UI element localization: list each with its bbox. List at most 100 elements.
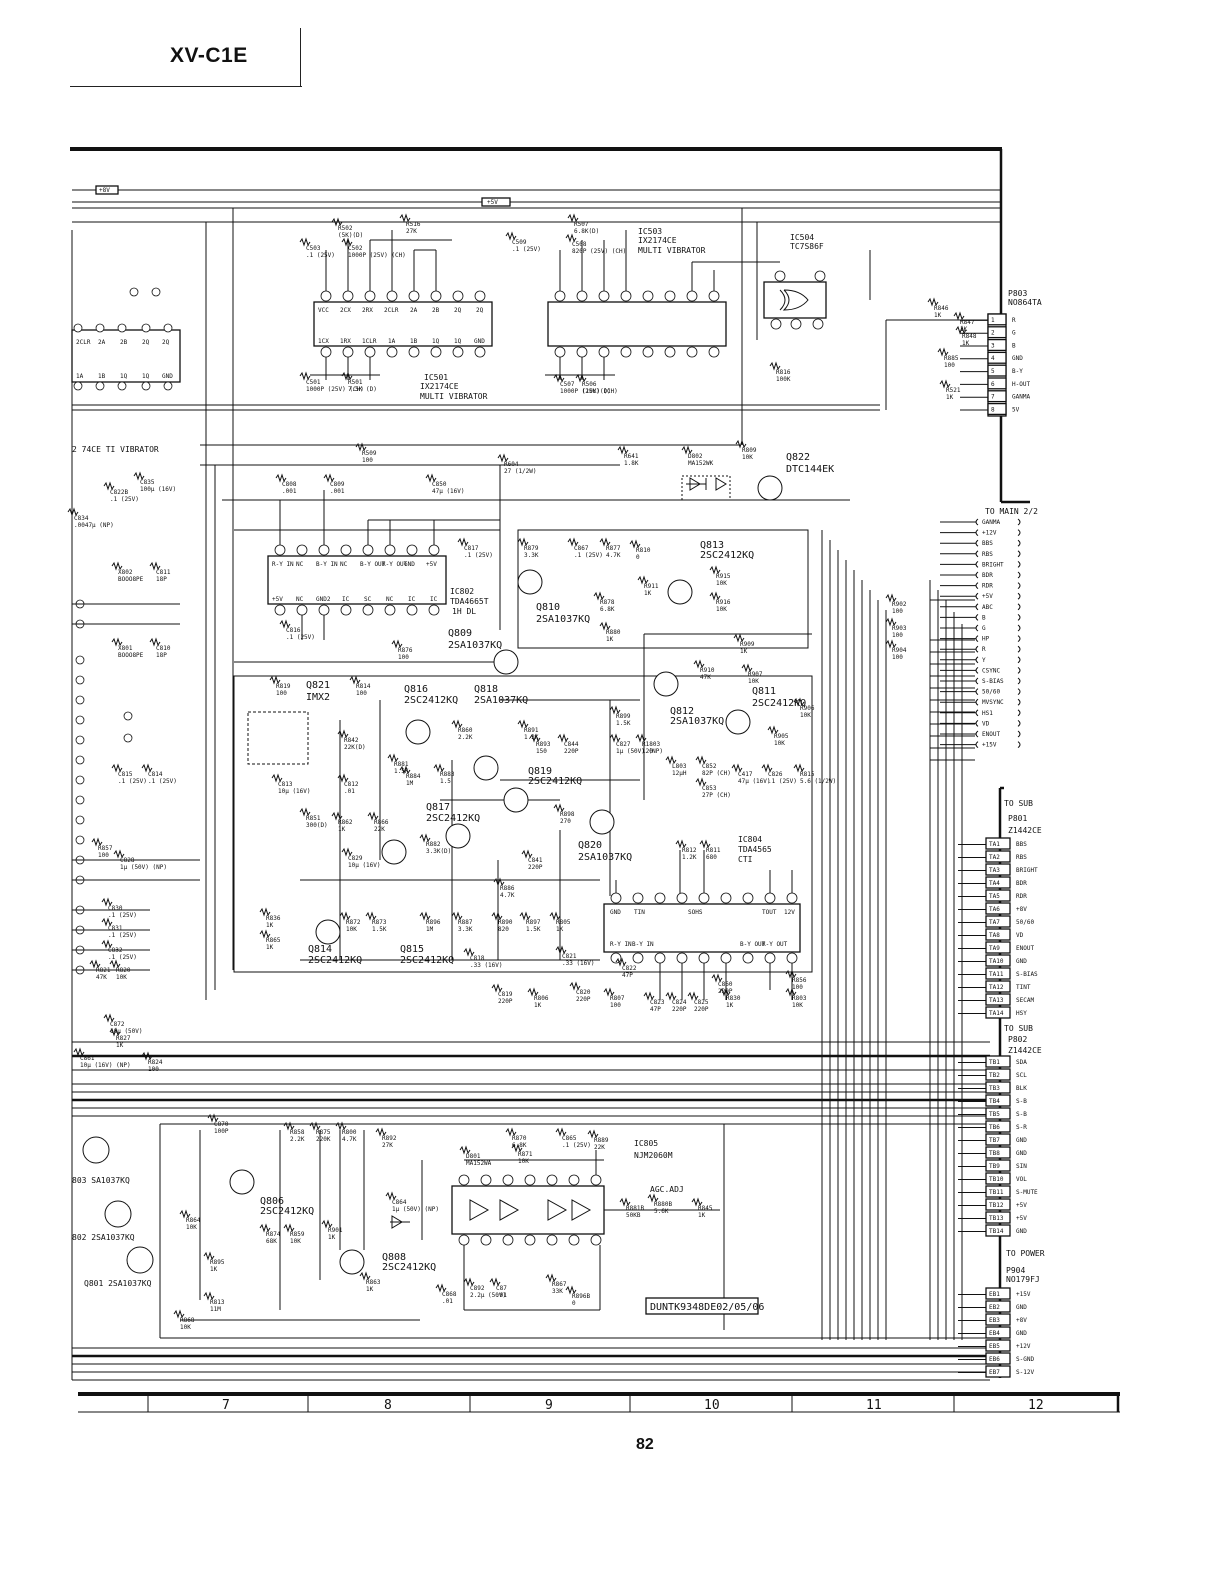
component-value: (5K)(D) <box>338 232 363 239</box>
p904-pin-box <box>985 1365 1011 1378</box>
component-value: 220P <box>694 1006 709 1013</box>
grid-col-11: 11 <box>866 1398 882 1413</box>
component-ref: R851 <box>306 815 321 822</box>
agc-adj-label: AGC.ADJ <box>650 1185 684 1194</box>
q817b-symbol <box>445 823 471 849</box>
component-value: .01 <box>496 1292 507 1299</box>
component-value: .1 (25V) <box>286 634 315 641</box>
component-ref: C820 <box>576 989 591 996</box>
component-symbol <box>687 991 699 1001</box>
q818-part: 2SA1037KQ <box>474 695 528 706</box>
p904-pin-signal: S-12V <box>1016 1369 1034 1376</box>
component-value: 10μ (16V) <box>348 862 381 869</box>
component-symbol <box>463 1277 475 1287</box>
p904-pin-number: EB5 <box>989 1343 1000 1350</box>
component-symbol <box>399 213 411 223</box>
component-value: 1K <box>740 648 748 655</box>
component-ref: C813 <box>278 781 293 788</box>
component-value: 1K <box>338 826 346 833</box>
component-value: 1.5K <box>616 720 631 727</box>
component-value: 100 <box>944 362 955 369</box>
component-value: .1 (25V) <box>148 778 177 785</box>
component-symbol <box>259 1223 271 1233</box>
q810-ref: Q810 <box>536 602 560 613</box>
grid-col-10: 10 <box>704 1398 720 1413</box>
component-value: 680 <box>706 854 717 861</box>
component-symbol <box>695 755 707 765</box>
q813-symbol <box>667 579 693 605</box>
component-ref: C892 <box>470 1285 485 1292</box>
component-value: 12μH <box>672 770 687 777</box>
component-ref: R806 <box>534 995 549 1002</box>
component-ref: C501 <box>306 379 321 386</box>
left-ic-bot-2: 1Q <box>120 373 128 380</box>
q819-part: 2SC2412KQ <box>528 776 582 787</box>
component-symbol <box>609 705 621 715</box>
component-ref: R896B <box>572 1293 590 1300</box>
p803-title: P803 <box>1008 289 1027 298</box>
component-value: .001 <box>282 488 297 495</box>
p802-pin-signal: S-B <box>1016 1098 1027 1105</box>
component-ref: R887 <box>458 919 473 926</box>
component-symbol <box>425 473 437 483</box>
component-symbol <box>603 987 615 997</box>
component-value: 10μ (50V) <box>110 1028 143 1035</box>
p802-pin-signal: S-R <box>1016 1124 1027 1131</box>
p904-pin-signal: S-GND <box>1016 1356 1034 1363</box>
p801-pin-number: TA5 <box>989 893 1000 900</box>
model-title: XV-C1E <box>170 44 248 67</box>
component-ref: R501 <box>348 379 363 386</box>
q816-part: 2SC2412KQ <box>404 695 458 706</box>
transistor-labels: Q822 DTC144EK Q813 2SC2412KQ Q810 2SA103… <box>260 452 834 1273</box>
component-symbol <box>375 1127 387 1137</box>
component-value: 1μ (50V) (NP) <box>120 864 167 871</box>
component-ref: R910 <box>700 667 715 674</box>
ic501-top-0: VCC <box>318 307 329 314</box>
p904-pin-box <box>985 1326 1011 1339</box>
p801-pin-box <box>985 837 1011 850</box>
component-symbol <box>939 379 951 389</box>
component-value: MA152WA <box>466 1160 492 1167</box>
component-symbol <box>337 773 349 783</box>
p802-pin-box <box>985 1107 1011 1120</box>
component-value: 1.2K <box>524 734 539 741</box>
component-symbol <box>359 1271 371 1281</box>
ic802-top-0: R-Y IN <box>272 561 294 568</box>
component-value: 1M <box>426 926 434 933</box>
component-ref: C835 <box>140 479 155 486</box>
component-value: 18P <box>156 652 167 659</box>
component-ref: C870 <box>214 1121 229 1128</box>
p803-pin-box <box>987 351 1007 364</box>
component-ref: R866 <box>374 819 389 826</box>
power-rails: +8V +5V <box>72 185 1000 1000</box>
q811-ref: Q811 <box>752 686 776 697</box>
p802-pin-signal: +5V <box>1016 1215 1027 1222</box>
component-ref: C814 <box>148 771 163 778</box>
ic804-top-2: SOHS <box>688 909 703 916</box>
component-value: 6.8K <box>600 606 615 613</box>
component-ref: R516 <box>406 221 421 228</box>
component-symbol <box>349 675 361 685</box>
p904-title: TO POWER <box>1006 1249 1045 1258</box>
p801-pin-number: TA8 <box>989 932 1000 939</box>
component-symbol <box>793 763 805 773</box>
p802-pin-signal: SDA <box>1016 1059 1027 1066</box>
component-symbol <box>769 361 781 371</box>
component-ref: R811 <box>706 847 721 854</box>
component-ref: C831 <box>108 925 123 932</box>
ic804-top-1: TIN <box>634 909 645 916</box>
p802-pin-number: TB2 <box>989 1072 1000 1079</box>
p803-pin-box <box>987 390 1007 403</box>
component-ref: R885 <box>944 355 959 362</box>
component-value: 10K <box>800 712 811 719</box>
component-ref: C841 <box>528 857 543 864</box>
component-symbol <box>339 911 351 921</box>
component-ref: R864 <box>186 1217 201 1224</box>
p801-pin-box <box>985 863 1011 876</box>
component-value: 100 <box>892 632 903 639</box>
component-ref: R875 <box>316 1129 331 1136</box>
component-value: 47K <box>700 674 711 681</box>
component-value: .1 (25V) <box>306 252 335 259</box>
q817-part: 2SC2412KQ <box>426 813 480 824</box>
